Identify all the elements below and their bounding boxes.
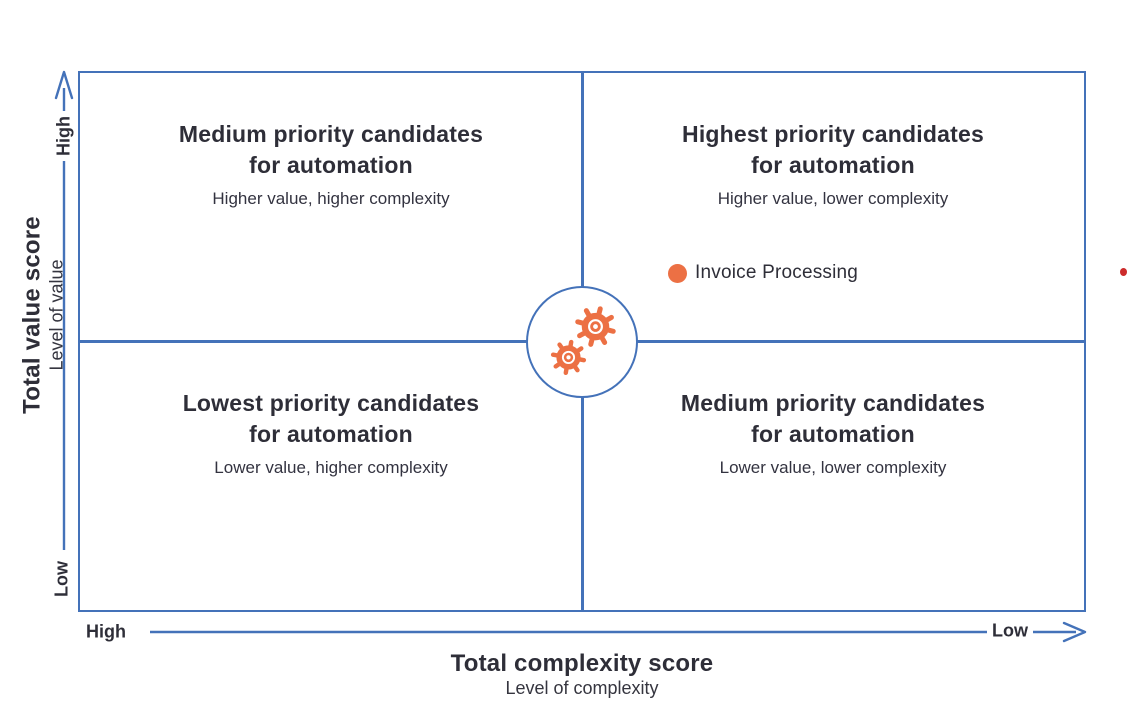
y-axis-label-high: High [52,111,76,161]
gears-icon [550,305,616,375]
center-hub-circle [526,285,638,398]
stray-red-dot [1120,268,1127,276]
quadrant-bottom-right: Medium priority candidates for automatio… [582,342,1084,611]
quadrant-subtitle: Higher value, lower complexity [717,189,949,208]
y-axis-label-low: Low [50,556,74,602]
quadrant-title-line2: for automation [751,420,915,447]
quadrant-grid: Medium priority candidates for automatio… [80,73,1084,610]
y-axis-title-text: Total value score [18,216,46,414]
quadrant-subtitle: Lower value, lower complexity [719,457,947,477]
quadrant-title-line1: Medium priority candidates [680,389,986,416]
quadrant-top-left: Medium priority candidates for automatio… [80,73,582,342]
quadrant-title: Medium priority candidates for automatio… [80,119,582,181]
quadrant-title-line1: Lowest priority candidates [182,389,480,416]
x-axis-title: Total complexity score Level of complexi… [451,650,714,699]
quadrant-top-right: Highest priority candidates for automati… [582,73,1084,342]
quadrant-subtitle: Lower value, higher complexity [214,457,448,477]
data-point-dot-icon [668,263,687,283]
quadrant-title-line1: Medium priority candidates [178,121,484,147]
data-point-label: Invoice Processing [695,262,859,283]
quadrant-title: Lowest priority candidates for automatio… [80,388,582,450]
quadrant-title-line2: for automation [249,152,413,178]
matrix-frame: Medium priority candidates for automatio… [78,71,1086,612]
data-point-invoice-processing: Invoice Processing [668,262,858,284]
x-axis-title-text: Total complexity score [450,650,714,677]
quadrant-title-line2: for automation [249,420,413,447]
x-axis-subtitle-text: Level of complexity [505,678,659,698]
x-axis-arrow-right [1062,621,1087,643]
quadrant-title-line2: for automation [751,152,915,178]
quadrant-title-line1: Highest priority candidates [682,121,984,147]
x-axis-label-high: High [81,620,131,644]
quadrant-title: Medium priority candidates for automatio… [582,388,1084,450]
quadrant-bottom-left: Lowest priority candidates for automatio… [80,342,582,611]
quadrant-title: Highest priority candidates for automati… [582,119,1084,181]
x-axis-label-low: Low [987,619,1033,643]
y-axis-title: Total value score Level of value [19,216,68,414]
y-axis-arrow-up [54,70,74,100]
quadrant-subtitle: Higher value, higher complexity [212,189,450,208]
y-axis-subtitle-text: Level of value [46,259,67,371]
